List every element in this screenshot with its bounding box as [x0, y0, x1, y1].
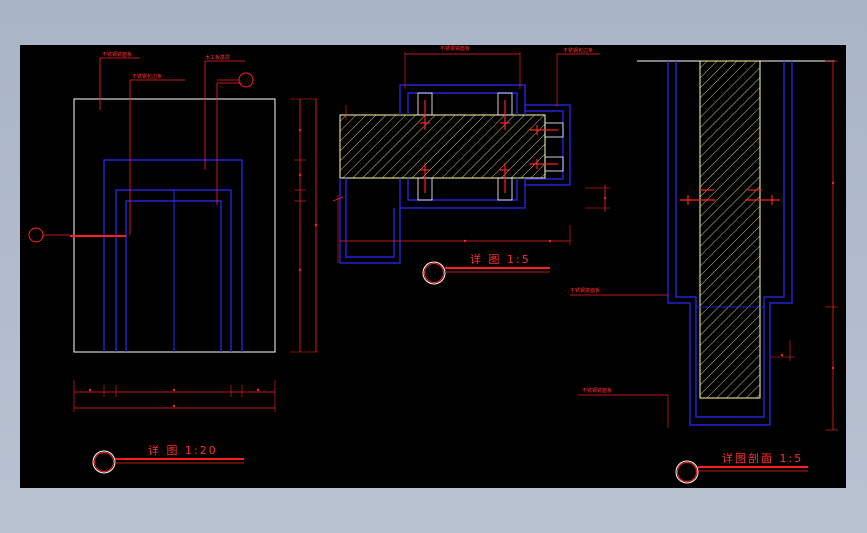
detail-1-title: 详 图 1:20 — [148, 443, 218, 457]
cad-drawing: 详 图 1:20 不锈钢镜面板 不锈钢包边条 木工板基层 — [28, 45, 838, 484]
note-6: 不锈钢镜面板 — [570, 287, 600, 294]
note-1: 不锈钢镜面板 — [102, 51, 132, 58]
detail-3-title: 详图剖面 1:5 — [722, 451, 803, 465]
detail-1-elevation: 详 图 1:20 不锈钢镜面板 不锈钢包边条 木工板基层 — [28, 51, 318, 474]
detail-3-section: 详图剖面 1:5 不锈钢镜面板 不锈钢镜面板 — [570, 60, 838, 484]
note-2: 不锈钢包边条 — [132, 73, 162, 80]
note-7: 不锈钢镜面板 — [582, 387, 612, 394]
note-4: 不锈钢镜面板 — [440, 45, 470, 52]
detail-2-plan: 详 图 1:5 不锈钢镜面板 不锈钢包边条 — [332, 45, 610, 285]
note-5: 不锈钢包边条 — [563, 47, 593, 54]
detail-2-title: 详 图 1:5 — [470, 252, 531, 266]
note-3: 木工板基层 — [205, 54, 230, 61]
drawing-canvas[interactable]: 详 图 1:20 不锈钢镜面板 不锈钢包边条 木工板基层 — [20, 45, 846, 488]
